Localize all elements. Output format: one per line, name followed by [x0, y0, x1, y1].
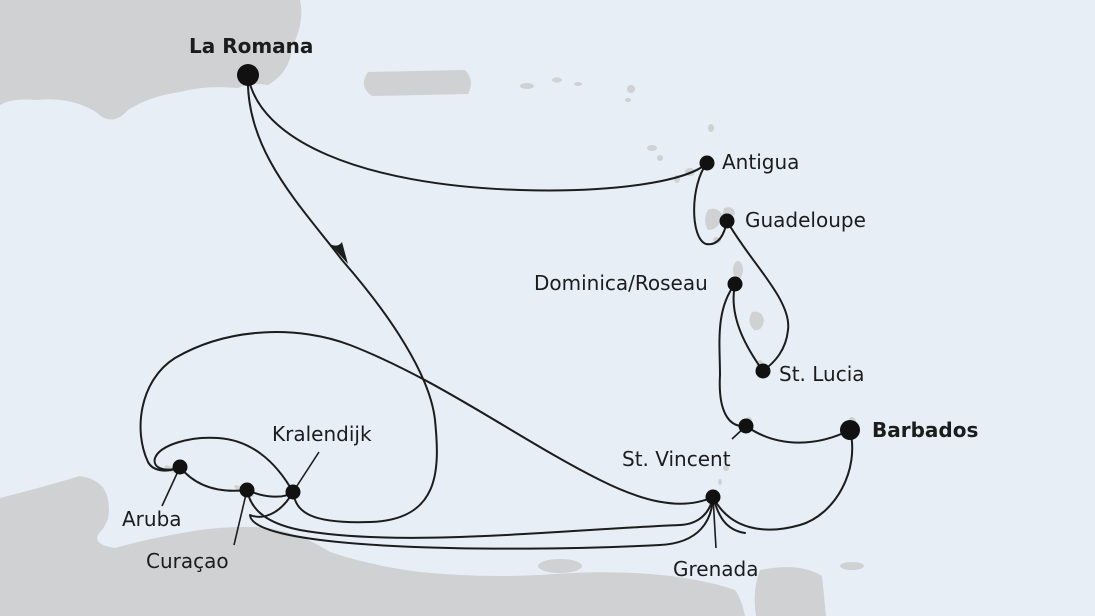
- port-label-la-romana: La Romana: [189, 34, 314, 58]
- route-guadeloupe-st-lucia: [726, 220, 790, 372]
- port-label-barbados: Barbados: [872, 418, 979, 442]
- south-america-land: [0, 476, 745, 616]
- port-dot-aruba: [172, 459, 188, 475]
- island-grenadines-1: [723, 465, 729, 471]
- route-barbados-grenada: [712, 429, 854, 531]
- route-lines: [139, 74, 854, 550]
- port-label-dominica: Dominica/Roseau: [534, 271, 708, 295]
- island-virgin-3: [627, 85, 635, 93]
- island-virgin-1: [552, 77, 562, 83]
- direction-arrow-icon: [330, 242, 348, 264]
- port-label-st-vincent: St. Vincent: [622, 447, 731, 471]
- route-kralendijk-grenada: [249, 491, 714, 550]
- port-label-grenada: Grenada: [673, 557, 759, 581]
- island-tobago: [840, 562, 864, 570]
- leader-kralendijk: [292, 451, 320, 493]
- island-grenadines-2: [718, 479, 722, 485]
- port-label-aruba: Aruba: [122, 507, 182, 531]
- route-la-romana-kralendijk: [246, 74, 438, 524]
- route-st-lucia-dominica: [732, 283, 764, 372]
- route-st-vincent-barbados: [745, 425, 851, 444]
- port-dot-guadeloupe: [719, 213, 735, 229]
- port-label-guadeloupe: Guadeloupe: [745, 208, 866, 232]
- port-dot-kralendijk: [285, 484, 301, 500]
- port-dot-st-vincent: [738, 418, 754, 434]
- route-antigua-guadeloupe: [693, 162, 728, 246]
- island-anguilla: [708, 124, 714, 132]
- leader-curacao: [233, 489, 248, 546]
- port-dot-la-romana: [237, 64, 259, 86]
- port-dot-antigua: [699, 155, 715, 171]
- route-grenada-aruba-loop: [139, 331, 714, 505]
- island-martinique: [749, 311, 764, 331]
- port-label-st-lucia: St. Lucia: [779, 362, 865, 386]
- island-dominica: [733, 261, 743, 279]
- island-margarita: [538, 559, 582, 573]
- port-label-kralendijk: Kralendijk: [272, 422, 372, 446]
- route-kralendijk-aruba-loop: [153, 436, 294, 493]
- island-nevis: [657, 155, 663, 161]
- port-markers: [172, 64, 860, 505]
- port-label-antigua: Antigua: [722, 150, 800, 174]
- route-la-romana-antigua: [247, 74, 708, 192]
- island-puerto-rico: [363, 70, 471, 96]
- port-dot-barbados: [840, 420, 860, 440]
- route-curacao-grenada: [246, 489, 714, 539]
- island-vieques: [520, 83, 534, 89]
- port-dot-grenada: [705, 489, 721, 505]
- port-label-curacao: Curaçao: [146, 549, 229, 573]
- island-virgin-2: [574, 82, 582, 86]
- island-virgin-4: [625, 98, 631, 102]
- hispaniola-land: [0, 0, 302, 120]
- leader-grenada: [712, 496, 717, 549]
- trinidad-land: [754, 567, 826, 616]
- port-dot-curacao: [239, 482, 255, 498]
- island-st-kitts: [647, 145, 657, 151]
- port-dot-dominica: [727, 276, 743, 292]
- route-dominica-st-vincent: [718, 283, 747, 428]
- port-dot-st-lucia: [755, 363, 771, 379]
